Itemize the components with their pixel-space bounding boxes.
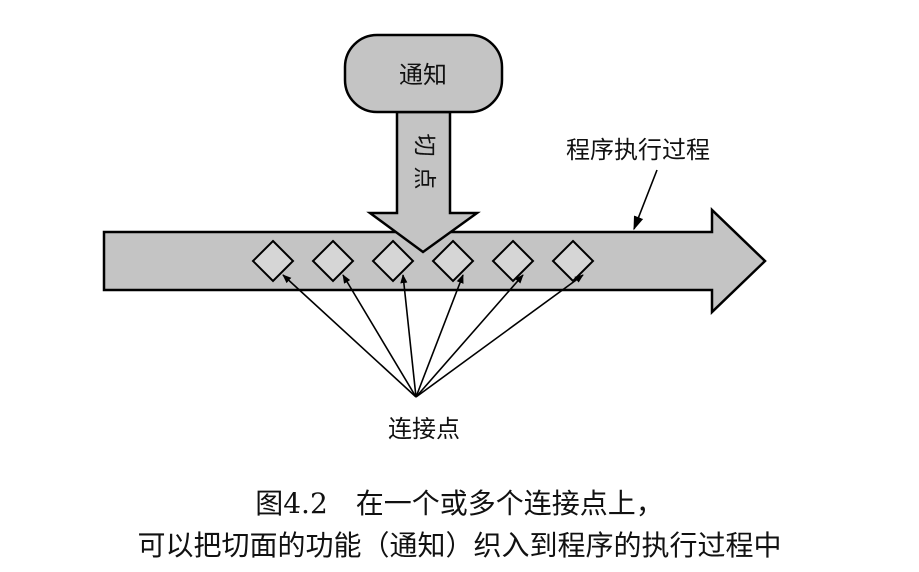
- joinpoint-arrow: [415, 274, 464, 398]
- joinpoint-diamonds: [251, 239, 595, 283]
- pointcut-arrow: [366, 110, 481, 254]
- joinpoint-arrow: [415, 274, 524, 398]
- advice-label: 通知: [399, 61, 447, 89]
- pointcut-label-char: 点: [411, 167, 437, 190]
- figure-caption-line-1: 图4.2 在一个或多个连接点上，: [255, 487, 664, 520]
- execution-label-pointer: [633, 169, 658, 231]
- execution-label: 程序执行过程: [566, 136, 710, 164]
- joinpoints-label: 连接点: [388, 415, 460, 443]
- joinpoint-diamond: [551, 239, 595, 283]
- joinpoint-diamond: [251, 239, 295, 283]
- joinpoint-diamond: [491, 239, 535, 283]
- advice-box: [343, 33, 504, 114]
- pointcut-label-char: 切: [411, 134, 437, 157]
- joinpoint-arrow: [400, 274, 417, 398]
- joinpoint-diamond: [431, 239, 475, 283]
- figure-caption-line-2: 可以把切面的功能（通知）织入到程序的执行过程中: [137, 529, 782, 562]
- joinpoint-arrow: [282, 274, 417, 398]
- joinpoint-diamond: [371, 239, 415, 283]
- joinpoint-arrow: [342, 274, 417, 398]
- joinpoint-arrows: [282, 274, 584, 398]
- joinpoint-arrow: [415, 274, 584, 398]
- joinpoint-diamond: [311, 239, 355, 283]
